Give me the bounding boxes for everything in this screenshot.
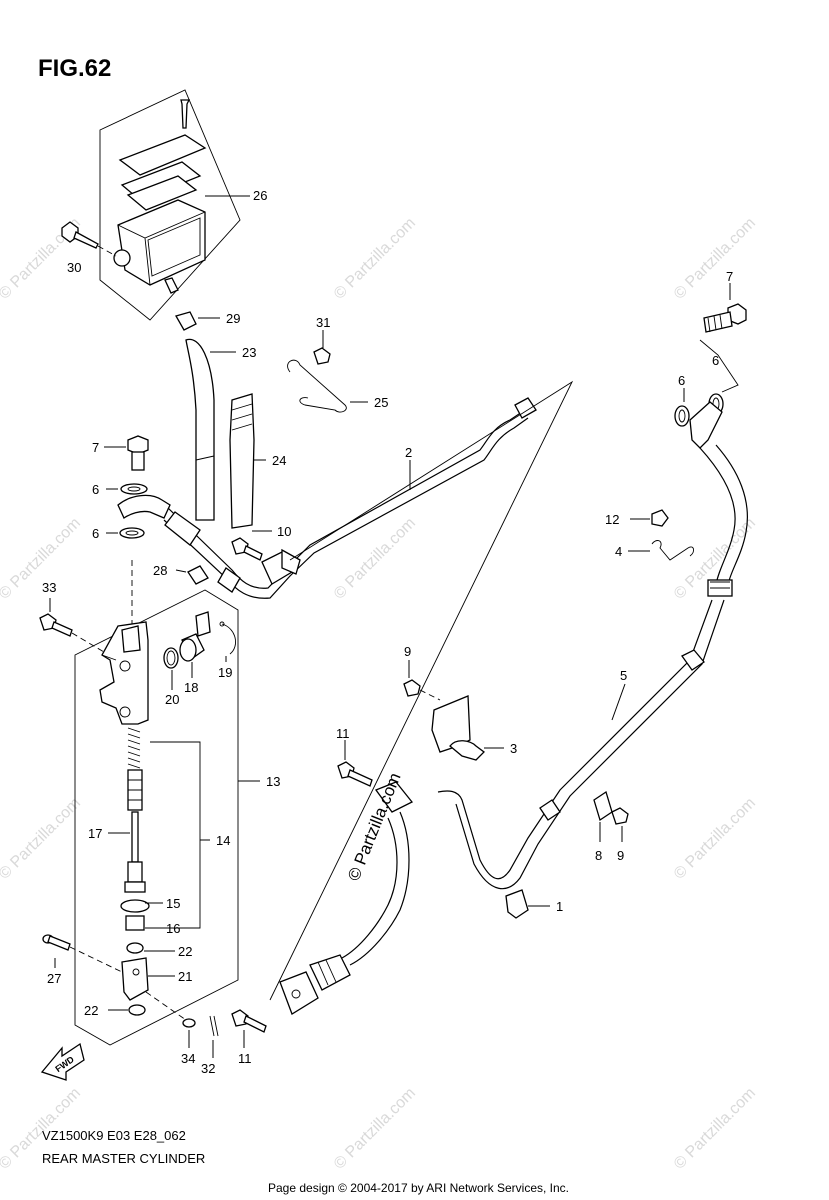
- callout-13: 13: [266, 774, 280, 789]
- callout-6a: 6: [92, 482, 99, 497]
- model-code: VZ1500K9 E03 E28_062: [42, 1128, 186, 1143]
- washer-34-cotter-32: 34 32: [145, 991, 219, 1076]
- watermark: © Partzilla.com: [331, 515, 419, 603]
- watermark: © Partzilla.com: [671, 795, 759, 883]
- master-cylinder-assembly: 13 14 17 15 16 22: [74, 560, 280, 1046]
- callout-29: 29: [226, 311, 240, 326]
- callout-30: 30: [67, 260, 81, 275]
- brake-hose-2: 2: [117, 397, 537, 599]
- lower-brake-hose: [279, 811, 410, 1015]
- banjo-bolt-7-right: 7: [703, 269, 747, 333]
- callout-20: 20: [165, 692, 179, 707]
- callout-9a: 9: [404, 644, 411, 659]
- page-credit: Page design © 2004-2017 by ARI Network S…: [268, 1181, 569, 1195]
- fwd-arrow-icon: FWD: [40, 1042, 85, 1081]
- callout-6d: 6: [678, 373, 685, 388]
- bolt-33: 33: [39, 580, 105, 653]
- reservoir-diaphragm: [126, 175, 198, 211]
- reservoir-mount-eye: [113, 249, 131, 267]
- callout-24: 24: [272, 453, 286, 468]
- reservoir-group: 26: [99, 89, 267, 321]
- watermark: © Partzilla.com: [671, 215, 759, 303]
- callout-22b: 22: [84, 1003, 98, 1018]
- clamp-4-bolt-12: 12 4: [605, 509, 695, 561]
- watermark: © Partzilla.com: [0, 795, 84, 883]
- callout-14: 14: [216, 833, 230, 848]
- callout-7a: 7: [92, 440, 99, 455]
- brake-hose-5: 5: [437, 401, 748, 890]
- bolt-11-upper: 11: [336, 726, 414, 813]
- callout-32: 32: [201, 1061, 215, 1076]
- callout-9b: 9: [617, 848, 624, 863]
- callout-5: 5: [620, 668, 627, 683]
- figure-name: REAR MASTER CYLINDER: [42, 1151, 205, 1166]
- callout-18: 18: [184, 680, 198, 695]
- reservoir-outlet: [164, 277, 179, 294]
- protector-24: 24: [229, 393, 286, 529]
- callout-8: 8: [595, 848, 602, 863]
- bolt-10: 10: [231, 524, 291, 561]
- pin-27: 27: [42, 934, 123, 986]
- callout-23: 23: [242, 345, 256, 360]
- callout-3: 3: [510, 741, 517, 756]
- callout-1: 1: [556, 899, 563, 914]
- callout-21: 21: [178, 969, 192, 984]
- bolt-11-lower: 11: [231, 1009, 267, 1066]
- clamp-1: 1: [505, 889, 563, 919]
- bracket-3-bolt-9: 9 3: [403, 644, 517, 761]
- routing-guide-line: [269, 380, 574, 1001]
- callout-25: 25: [374, 395, 388, 410]
- master-cylinder-box: [74, 589, 239, 1046]
- callout-33: 33: [42, 580, 56, 595]
- inlet-fitting-parts: 20 18 19: [163, 611, 237, 707]
- callout-26: 26: [253, 188, 267, 203]
- reservoir-hose-23: 23: [185, 338, 256, 521]
- callout-34: 34: [181, 1051, 195, 1066]
- bolt-30: 30: [61, 221, 117, 275]
- clamp-28: 28: [153, 563, 209, 585]
- callout-7b: 7: [726, 269, 733, 284]
- callout-19: 19: [218, 665, 232, 680]
- callout-4: 4: [615, 544, 622, 559]
- callout-12: 12: [605, 512, 619, 527]
- callout-6c: 6: [712, 353, 719, 368]
- reservoir-group-box: [99, 89, 241, 321]
- callout-11a: 11: [336, 726, 350, 741]
- clamp-29: 29: [175, 311, 240, 331]
- callout-2: 2: [405, 445, 412, 460]
- callout-16: 16: [166, 921, 180, 936]
- reservoir-cap-screw: [180, 99, 191, 129]
- reservoir-cap: [118, 134, 207, 176]
- callout-15: 15: [166, 896, 180, 911]
- watermark: © Partzilla.com: [331, 215, 419, 303]
- watermark: © Partzilla.com: [671, 1085, 759, 1173]
- figure-title: FIG.62: [38, 55, 111, 82]
- callout-10: 10: [277, 524, 291, 539]
- callout-28: 28: [153, 563, 167, 578]
- callout-27: 27: [47, 971, 61, 986]
- watermark: © Partzilla.com: [331, 1085, 419, 1173]
- callout-22a: 22: [178, 944, 192, 959]
- callout-17: 17: [88, 826, 102, 841]
- callout-6b: 6: [92, 526, 99, 541]
- clip-25: 31 25: [287, 315, 388, 413]
- washers-6-left: 6 6: [92, 482, 148, 541]
- clamp-8-bolt-9: 8 9: [593, 790, 629, 863]
- callout-31: 31: [316, 315, 330, 330]
- callout-11b: 11: [238, 1051, 252, 1066]
- banjo-bolt-7-left: 7: [92, 435, 149, 471]
